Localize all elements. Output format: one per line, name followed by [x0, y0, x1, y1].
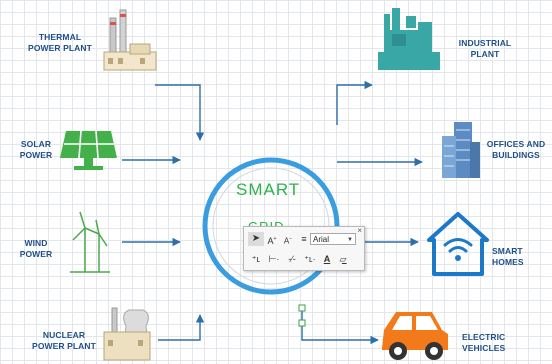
font-name-value: Arial	[313, 235, 330, 244]
label-solar: SOLAR POWER	[8, 139, 64, 161]
label-thermal: THERMAL POWER PLANT	[20, 32, 100, 54]
thermal-plant-icon	[103, 9, 157, 71]
arrow-industrial	[336, 80, 373, 125]
text-format-toolbar: × ➤ A+ A− ≡ ▾ Arial ▼ ⁺ʟ ⊢· -∕- ⁺ʟ· A ▱̲	[243, 226, 365, 271]
align-icon[interactable]: ≡	[301, 234, 307, 244]
font-color-button[interactable]: A	[319, 252, 335, 266]
label-line: NUCLEAR	[42, 330, 86, 340]
nuclear-plant-icon	[103, 307, 151, 361]
label-line: BUILDINGS	[492, 150, 540, 160]
smart-grid-title[interactable]: SMART	[236, 180, 301, 199]
arrow-thermal	[155, 84, 205, 141]
shrink-font-label: A	[283, 236, 290, 246]
grow-font-button[interactable]: A+	[267, 236, 277, 246]
waypoint-icon[interactable]: -∕-	[288, 254, 296, 264]
label-line: OFFICES AND	[486, 139, 546, 149]
office-buildings-icon	[442, 122, 480, 178]
font-name-select[interactable]: Arial ▼	[310, 233, 356, 245]
close-icon[interactable]: ×	[357, 226, 362, 235]
grow-font-label: A	[267, 236, 274, 246]
label-line: SOLAR	[20, 139, 52, 149]
select-pointer-icon[interactable]: ➤	[248, 232, 264, 246]
highlight-color-icon[interactable]: ▱̲	[339, 254, 347, 264]
electric-car-icon	[382, 312, 448, 360]
solar-panel-icon	[60, 130, 117, 170]
arrow-nuclear	[158, 314, 205, 341]
connector-handle[interactable]	[298, 319, 306, 327]
connector-style-icon[interactable]: ⁺ʟ	[251, 254, 261, 264]
label-nuclear: NUCLEAR POWER PLANT	[22, 330, 106, 352]
arrow-end-icon[interactable]: ⁺ʟ·	[304, 254, 316, 264]
label-line: SMART HOMES	[492, 246, 524, 267]
label-homes: SMART HOMES	[492, 246, 552, 268]
industrial-plant-icon	[378, 8, 440, 70]
label-line: THERMAL	[38, 32, 82, 42]
label-wind: WIND POWER	[8, 238, 64, 260]
shrink-font-button[interactable]: A−	[283, 236, 293, 246]
label-line: ELECTRIC VEHICLES	[462, 332, 506, 353]
chevron-down-icon: ▼	[347, 237, 353, 243]
label-line: POWER	[19, 249, 53, 259]
smart-home-icon	[427, 212, 489, 276]
label-line: POWER PLANT	[32, 341, 96, 351]
label-line: POWER PLANT	[28, 43, 92, 53]
label-line: PLANT	[470, 49, 500, 59]
label-line: INDUSTRIAL	[458, 38, 512, 48]
font-color-label: A	[323, 254, 331, 264]
label-offices: OFFICES AND BUILDINGS	[482, 139, 550, 161]
label-industrial: INDUSTRIAL PLANT	[446, 38, 524, 60]
connector-handle[interactable]	[298, 304, 306, 312]
label-line: WIND	[24, 238, 48, 248]
arrow-ev	[301, 310, 379, 345]
wind-turbine-icon	[70, 211, 110, 273]
label-line: POWER	[19, 150, 53, 160]
line-style-icon[interactable]: ⊢·	[268, 254, 280, 264]
label-ev: ELECTRIC VEHICLES	[462, 332, 550, 354]
